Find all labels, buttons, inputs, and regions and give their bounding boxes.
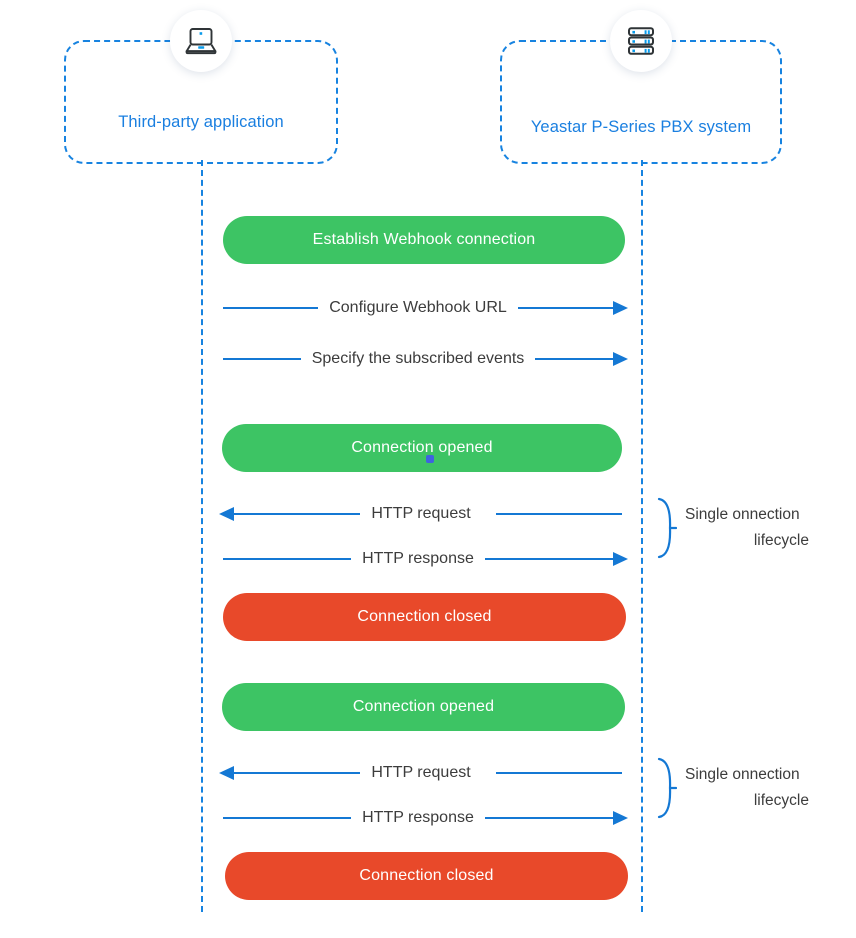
arrow-http-request-2: HTTP request <box>219 758 623 788</box>
pill-connection-opened-1[interactable]: Connection opened <box>222 424 622 472</box>
arrowhead-right-icon <box>613 301 629 315</box>
arrow-label: HTTP response <box>362 809 474 826</box>
arrow-line-right <box>517 307 614 309</box>
pill-label: Connection opened <box>352 698 495 715</box>
lifeline-yeastar-pbx-system <box>641 160 643 912</box>
pill-connection-closed-2[interactable]: Connection closed <box>225 852 628 900</box>
arrow-line-left <box>223 558 352 560</box>
lifeline-third-party-application <box>201 160 203 912</box>
actor-label-third-party-application: Third-party application <box>118 113 284 131</box>
arrow-http-request-1: HTTP request <box>219 499 623 529</box>
arrow-line-right <box>484 558 613 560</box>
arrowhead-right-icon <box>613 811 628 825</box>
server-icon <box>610 10 672 72</box>
pill-label: Connection opened <box>351 439 493 456</box>
annotation-line-2: lifecycle <box>753 792 809 809</box>
arrow-line-left <box>234 772 361 774</box>
actor-label-yeastar-pbx-system: Yeastar P-Series PBX system <box>530 118 752 136</box>
annotation-text: Single onnection lifecycle <box>685 502 809 554</box>
annotation-line-1: Single onnection <box>685 766 800 783</box>
arrow-label: Configure Webhook URL <box>329 299 507 316</box>
arrowhead-left-icon <box>219 507 234 521</box>
pill-label: Connection closed <box>359 867 494 884</box>
arrow-configure-webhook-url: Configure Webhook URL <box>223 293 629 323</box>
arrow-label: HTTP response <box>362 550 474 567</box>
arrow-line-left <box>223 307 319 309</box>
arrow-label: HTTP request <box>371 505 471 522</box>
arrowhead-right-icon <box>613 352 628 366</box>
laptop-icon <box>170 10 232 72</box>
arrow-label: HTTP request <box>371 764 471 781</box>
arrow-line-right <box>495 513 623 515</box>
arrow-http-response-1: HTTP response <box>223 544 628 574</box>
pill-label: Establish Webhook connection <box>312 231 536 248</box>
annotation-text: Single onnection lifecycle <box>685 762 809 814</box>
arrow-line-left <box>223 817 352 819</box>
arrow-line-left <box>223 358 301 360</box>
pill-establish-webhook-connection[interactable]: Establish Webhook connection <box>223 216 625 264</box>
arrow-line-left <box>234 513 361 515</box>
brace-icon <box>657 757 677 819</box>
arrowhead-right-icon <box>613 552 628 566</box>
arrow-http-response-2: HTTP response <box>223 803 628 833</box>
arrow-line-right <box>484 817 613 819</box>
annotation-line-1: Single onnection <box>685 506 800 523</box>
pill-label: Connection closed <box>357 608 492 625</box>
arrow-line-right <box>535 358 613 360</box>
brace-icon <box>657 497 677 559</box>
cursor-dot <box>426 455 434 463</box>
annotation-lifecycle-2: Single onnection lifecycle <box>655 757 809 819</box>
pill-connection-opened-2[interactable]: Connection opened <box>222 683 625 731</box>
arrow-label: Specify the subscribed events <box>311 350 525 367</box>
pill-connection-closed-1[interactable]: Connection closed <box>223 593 626 641</box>
annotation-lifecycle-1: Single onnection lifecycle <box>655 497 809 559</box>
arrowhead-left-icon <box>219 766 234 780</box>
annotation-line-2: lifecycle <box>753 532 809 549</box>
arrow-specify-subscribed-events: Specify the subscribed events <box>223 344 628 374</box>
arrow-line-right <box>495 772 623 774</box>
